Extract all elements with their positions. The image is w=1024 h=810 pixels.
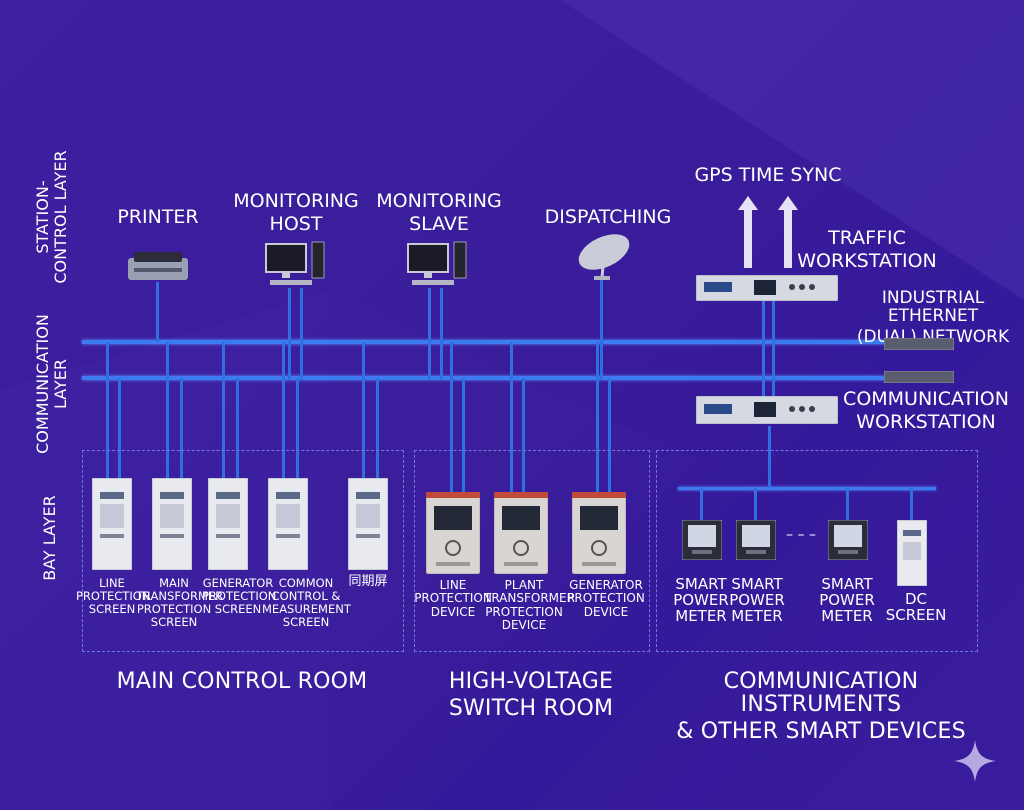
generator-protection-cabinet: [208, 478, 248, 570]
communication-layer-label: COMMUNICATION LAYER: [33, 314, 70, 454]
hv-label-line-protection: LINE PROTECTION DEVICE: [414, 578, 492, 619]
smart-label-meter-2: SMART POWER METER: [729, 575, 785, 625]
station-control-layer-label: STATION-CONTROL LAYER: [33, 150, 70, 284]
hv-label-generator-protection: GENERATOR PROTECTION DEVICE: [567, 578, 645, 619]
main-control-room-zone: [82, 450, 404, 652]
ethernet-bus-b: [82, 376, 902, 380]
smart-label-meter-3: SMART POWER METER: [819, 575, 875, 625]
monitoring-slave-computer-icon: [407, 241, 467, 285]
monitoring-slave-label: MONITORING SLAVE: [376, 190, 502, 235]
communication-workstation-label: COMMUNICATION WORKSTATION: [843, 388, 1009, 433]
cabinet-label-line-protection: LINE PROTECTION SCREEN: [76, 576, 151, 616]
dc-screen-cabinet: [897, 520, 927, 586]
smart-devices-zone: [656, 450, 978, 652]
smart-devices-title: COMMUNICATION INSTRUMENTS & OTHER SMART …: [676, 669, 966, 745]
generator-protection-device: [572, 492, 626, 574]
synchronization-cabinet: [348, 478, 388, 570]
ethernet-bus-a: [82, 340, 902, 344]
hv-label-plant-transformer: PLANT TRANSFORMER PROTECTION DEVICE: [484, 578, 575, 633]
monitoring-host-label: MONITORING HOST: [233, 190, 359, 235]
satellite-dish-icon: [578, 234, 630, 280]
cabinet-label-main-transformer: MAIN TRANSFORMER PROTECTION SCREEN: [136, 576, 224, 629]
smart-power-meter-2: [736, 520, 776, 560]
line-protection-cabinet: [92, 478, 132, 570]
cabinet-label-common-control: COMMON CONTROL & MEASUREMENT SCREEN: [262, 576, 351, 629]
monitoring-host-computer-icon: [265, 241, 325, 285]
printer-icon: [128, 252, 188, 280]
main-transformer-cabinet: [152, 478, 192, 570]
cabinet-label-synchronization: 同期屏: [348, 574, 388, 589]
ethernet-switch-b: [884, 371, 954, 383]
plant-transformer-protection-device: [494, 492, 548, 574]
device-bus: [678, 487, 936, 490]
smart-power-meter-1: [682, 520, 722, 560]
communication-workstation-unit: [696, 396, 838, 424]
smart-label-meter-1: SMART POWER METER: [673, 575, 729, 625]
main-control-room-title: MAIN CONTROL ROOM: [116, 669, 368, 694]
ethernet-switch-a: [884, 338, 954, 350]
printer-label: PRINTER: [117, 206, 199, 228]
sparkle-icon: [954, 740, 996, 782]
cabinet-label-generator-protection: GENERATOR PROTECTION SCREEN: [202, 576, 277, 616]
line-protection-device: [426, 492, 480, 574]
ellipsis-dashes: – – –: [786, 527, 816, 543]
gps-uplink-arrows: [738, 196, 798, 268]
traffic-workstation-label: TRAFFIC WORKSTATION: [797, 227, 937, 272]
high-voltage-zone: [414, 450, 650, 652]
high-voltage-room-title: HIGH-VOLTAGE SWITCH ROOM: [448, 669, 614, 722]
smart-label-dc-screen: DC SCREEN: [885, 590, 947, 624]
traffic-workstation-unit: [696, 275, 838, 301]
common-control-cabinet: [268, 478, 308, 570]
gps-time-sync-label: GPS TIME SYNC: [694, 164, 842, 186]
smart-power-meter-3: [828, 520, 868, 560]
dispatching-label: DISPATCHING: [544, 206, 672, 228]
bay-layer-label: BAY LAYER: [40, 495, 59, 581]
